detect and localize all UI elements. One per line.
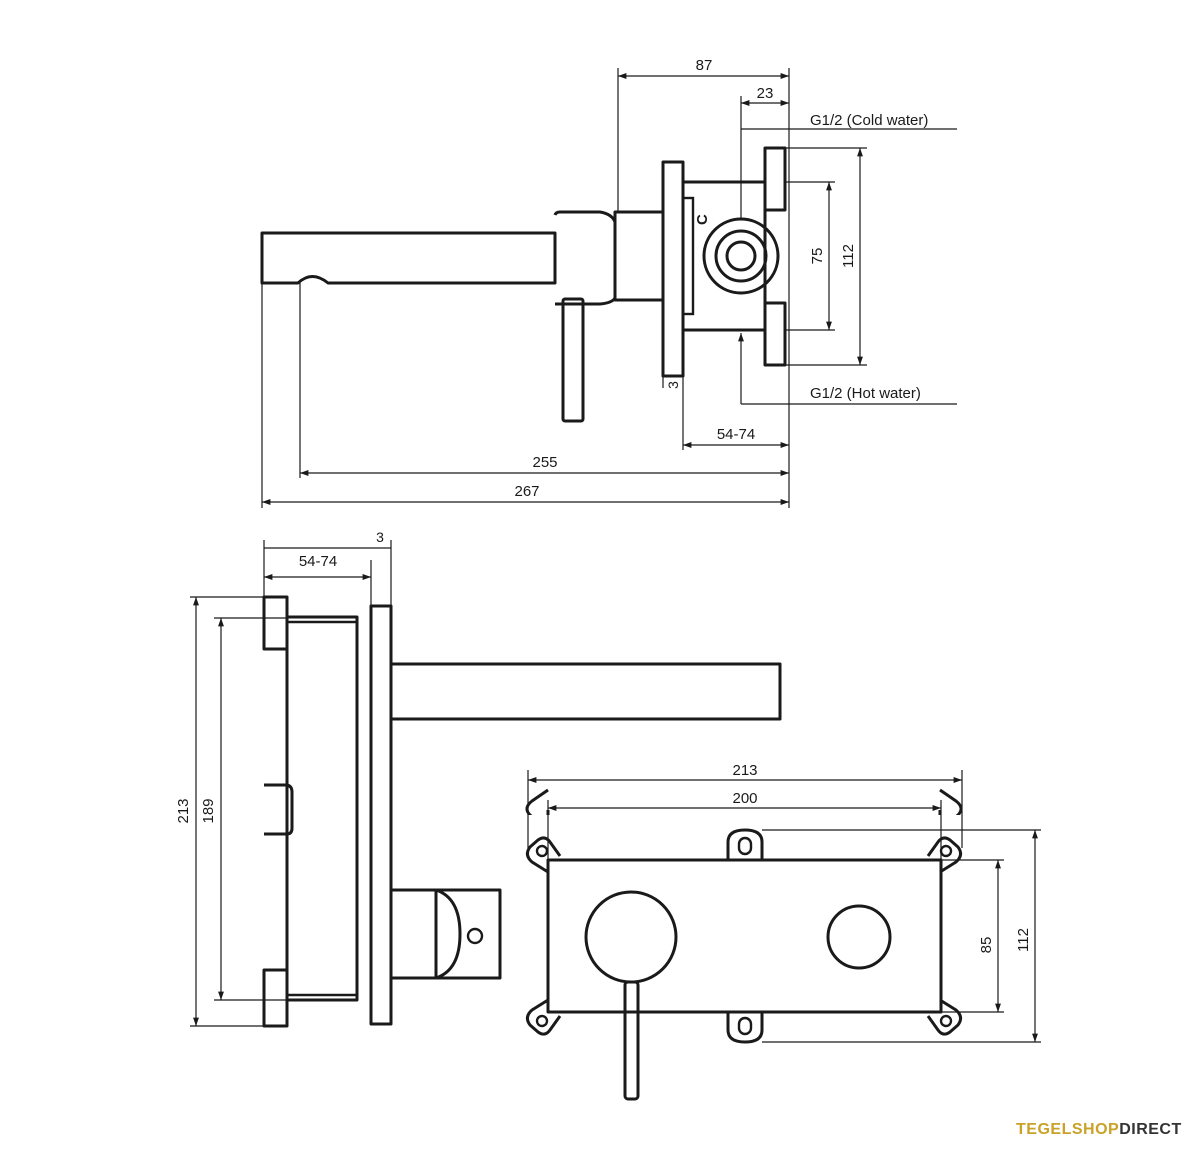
handle-collar xyxy=(389,888,438,980)
inlet-cold xyxy=(763,146,787,212)
dim-label-3: 3 xyxy=(376,529,384,545)
dim-label-54-74: 54-74 xyxy=(299,553,337,570)
side-view: 54-74 3 213 189 xyxy=(175,529,782,1028)
ear-bottom-left-hole xyxy=(535,1014,549,1028)
cartridge-body xyxy=(553,210,617,306)
ear-bottom-right xyxy=(926,998,963,1036)
front-cover-plate xyxy=(546,858,943,1014)
dim-label-87: 87 xyxy=(696,57,713,74)
spout-top xyxy=(260,231,557,285)
ear-top-right-hole xyxy=(939,844,953,858)
valve-ring-middle xyxy=(714,229,768,283)
lug-top-slot xyxy=(737,836,753,856)
valve-box-inner xyxy=(681,196,695,316)
lug-top xyxy=(726,828,764,860)
hot-water-label: G1/2 (Hot water) xyxy=(810,385,921,402)
front-view-background xyxy=(515,815,975,1115)
dim-label-54-74: 54-74 xyxy=(717,426,755,443)
valve-ring-inner xyxy=(725,240,757,272)
dim-label-112: 112 xyxy=(1015,928,1032,952)
brand-logo: TEGELSHOPDIRECT xyxy=(1016,1121,1182,1139)
dim-label-112: 112 xyxy=(840,244,857,268)
wall-plate xyxy=(369,604,393,1026)
brand-logo-part1: TEGELSHOP xyxy=(1016,1121,1120,1138)
dim-label-255: 255 xyxy=(532,454,557,471)
lug-bottom-slot xyxy=(737,1016,753,1036)
cold-water-label: G1/2 (Cold water) xyxy=(810,112,928,129)
lever-handle xyxy=(561,297,585,423)
top-view: 87 23 G1/2 (Cold water) G1/2 (Hot water)… xyxy=(260,57,957,508)
dim-label-75: 75 xyxy=(809,248,826,265)
dim-label-3: 3 xyxy=(665,381,681,389)
dim-label-85: 85 xyxy=(978,937,995,954)
brand-logo-part2: DIRECT xyxy=(1119,1121,1182,1138)
dim-label-213: 213 xyxy=(732,762,757,779)
dim-label-200: 200 xyxy=(732,790,757,807)
handle-screw xyxy=(466,927,484,945)
dim-label-213: 213 xyxy=(175,798,192,823)
inlet-hot xyxy=(763,301,787,367)
handle-body xyxy=(434,888,502,980)
front-view-clean: 213 200 85 112 xyxy=(515,762,1041,1115)
mixer-lever xyxy=(623,980,640,1101)
dim-label-189: 189 xyxy=(200,798,217,823)
dim-label-267: 267 xyxy=(514,483,539,500)
cold-marker-label: C xyxy=(694,214,711,225)
side-inlet-bottom xyxy=(262,968,289,1028)
ear-top-left-hole xyxy=(535,844,549,858)
dim-label-23: 23 xyxy=(757,85,774,102)
spout-side xyxy=(389,662,782,721)
side-notch xyxy=(264,783,294,836)
ear-bottom-right-hole xyxy=(939,1014,953,1028)
valve-ring-outer xyxy=(702,217,780,295)
lug-bottom xyxy=(726,1012,764,1044)
outlet-disc xyxy=(826,904,892,970)
ear-bottom-left xyxy=(525,998,562,1036)
